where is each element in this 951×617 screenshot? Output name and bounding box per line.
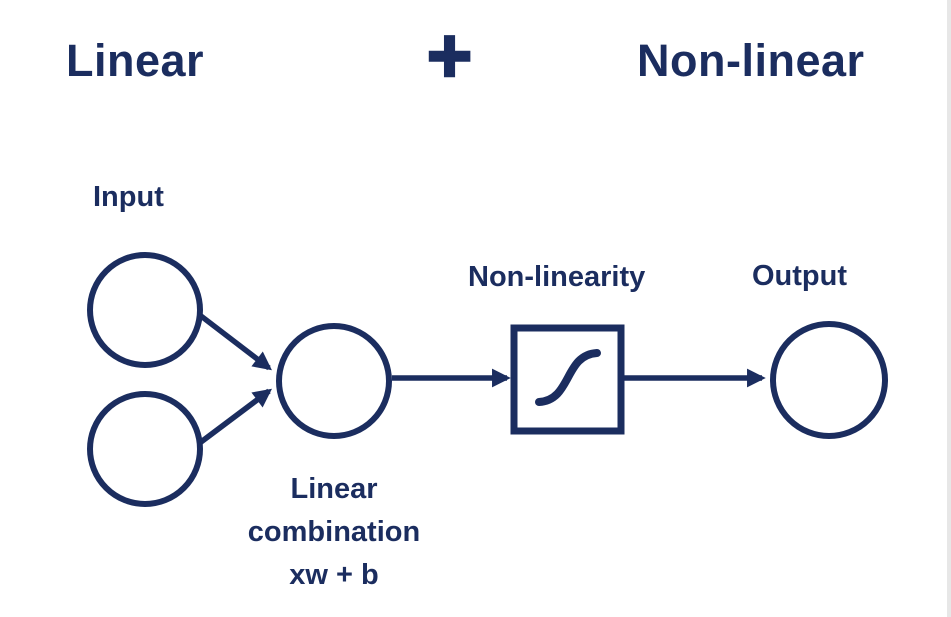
right-edge-strip [947,0,951,617]
output-label: Output [752,260,848,292]
input-node-1 [87,252,203,368]
linear-combination-label-line3: xw + b [289,559,379,591]
plus-icon: + [425,10,473,101]
edge-input2-to-combination [199,388,272,445]
linear-combination-node [276,323,392,439]
linear-combination-label-line2: combination [247,516,421,548]
header-nonlinear-title: Non-linear [637,35,865,86]
input-label: Input [93,181,164,213]
nonlinearity-label: Non-linearity [468,261,646,293]
input-node-2 [87,391,203,507]
output-node [770,321,888,439]
edge-input1-to-combination [199,313,272,371]
sigmoid-curve-icon [535,349,601,406]
linear-combination-label: Linear combination xw + b [204,468,464,597]
header-linear-title: Linear [66,35,205,86]
linear-combination-label-line1: Linear [290,473,378,505]
